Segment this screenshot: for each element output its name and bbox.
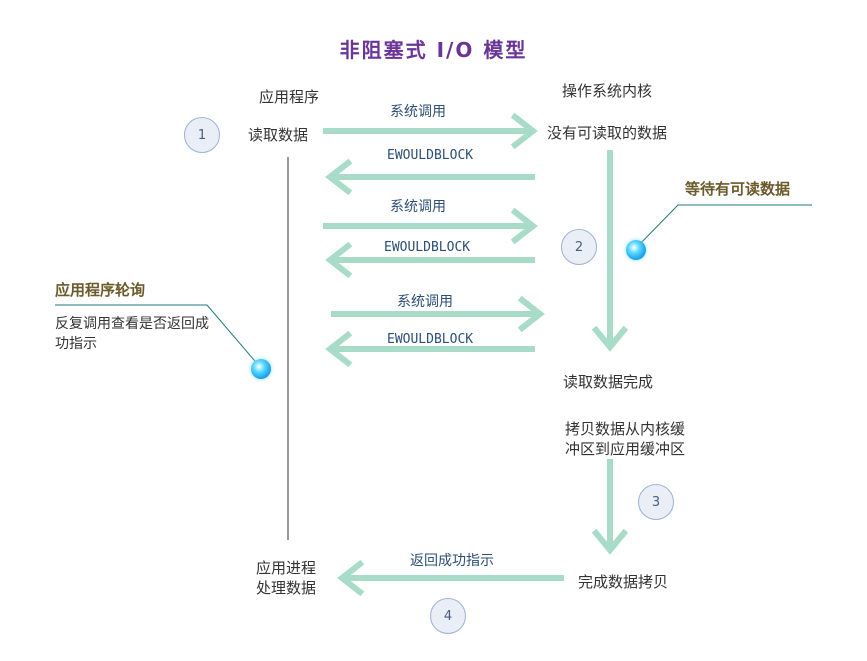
return-success-label: 返回成功指示 (410, 553, 494, 569)
app-process-line2: 处理数据 (256, 579, 317, 597)
waiting-callout-line (635, 204, 812, 249)
kernel-copy-line1: 拷贝数据从内核缓 (565, 420, 686, 438)
syscall-arrow-2 (323, 207, 538, 245)
waiting-callout-title: 等待有可读数据 (685, 180, 791, 198)
kernel-copy-arrow (591, 459, 629, 555)
syscall-label-1: 系统调用 (390, 104, 446, 120)
polling-callout-note: 反复调用查看是否返回成功指示 (55, 316, 209, 352)
step-3-marker: 3 (638, 484, 674, 520)
diagram-title: 非阻塞式 I/O 模型 (339, 38, 528, 62)
kernel-read-complete: 读取数据完成 (563, 373, 654, 391)
step-2-marker: 2 (561, 229, 597, 265)
syscall-arrow-3 (331, 295, 545, 333)
syscall-label-2: 系统调用 (390, 199, 446, 215)
polling-callout-line (55, 304, 261, 368)
kernel-no-data: 没有可读取的数据 (547, 124, 668, 142)
kernel-copy-complete: 完成数据拷贝 (578, 573, 669, 591)
syscall-label-3: 系统调用 (397, 294, 453, 310)
waiting-callout-dot (626, 240, 646, 260)
ewouldblock-arrow-2 (325, 241, 535, 279)
kernel-wait-arrow (591, 150, 629, 352)
ewouldblock-arrow-3 (325, 330, 535, 368)
syscall-arrow-1 (323, 112, 538, 150)
step-1-marker: 1 (184, 117, 220, 153)
ewouldblock-label-1: EWOULDBLOCK (387, 148, 474, 163)
return-success-arrow (337, 559, 564, 597)
polling-callout-title: 应用程序轮询 (55, 281, 146, 299)
ewouldblock-arrow-1 (325, 158, 535, 196)
kernel-header: 操作系统内核 (562, 82, 653, 100)
polling-callout-dot (251, 359, 271, 379)
ewouldblock-label-3: EWOULDBLOCK (387, 332, 474, 347)
ewouldblock-label-2: EWOULDBLOCK (384, 240, 471, 255)
kernel-copy-line2: 冲区到应用缓冲区 (565, 440, 686, 458)
app-read-data: 读取数据 (248, 126, 309, 144)
app-header: 应用程序 (259, 88, 320, 106)
step-4-marker: 4 (430, 598, 466, 634)
app-process-line1: 应用进程 (256, 559, 317, 577)
